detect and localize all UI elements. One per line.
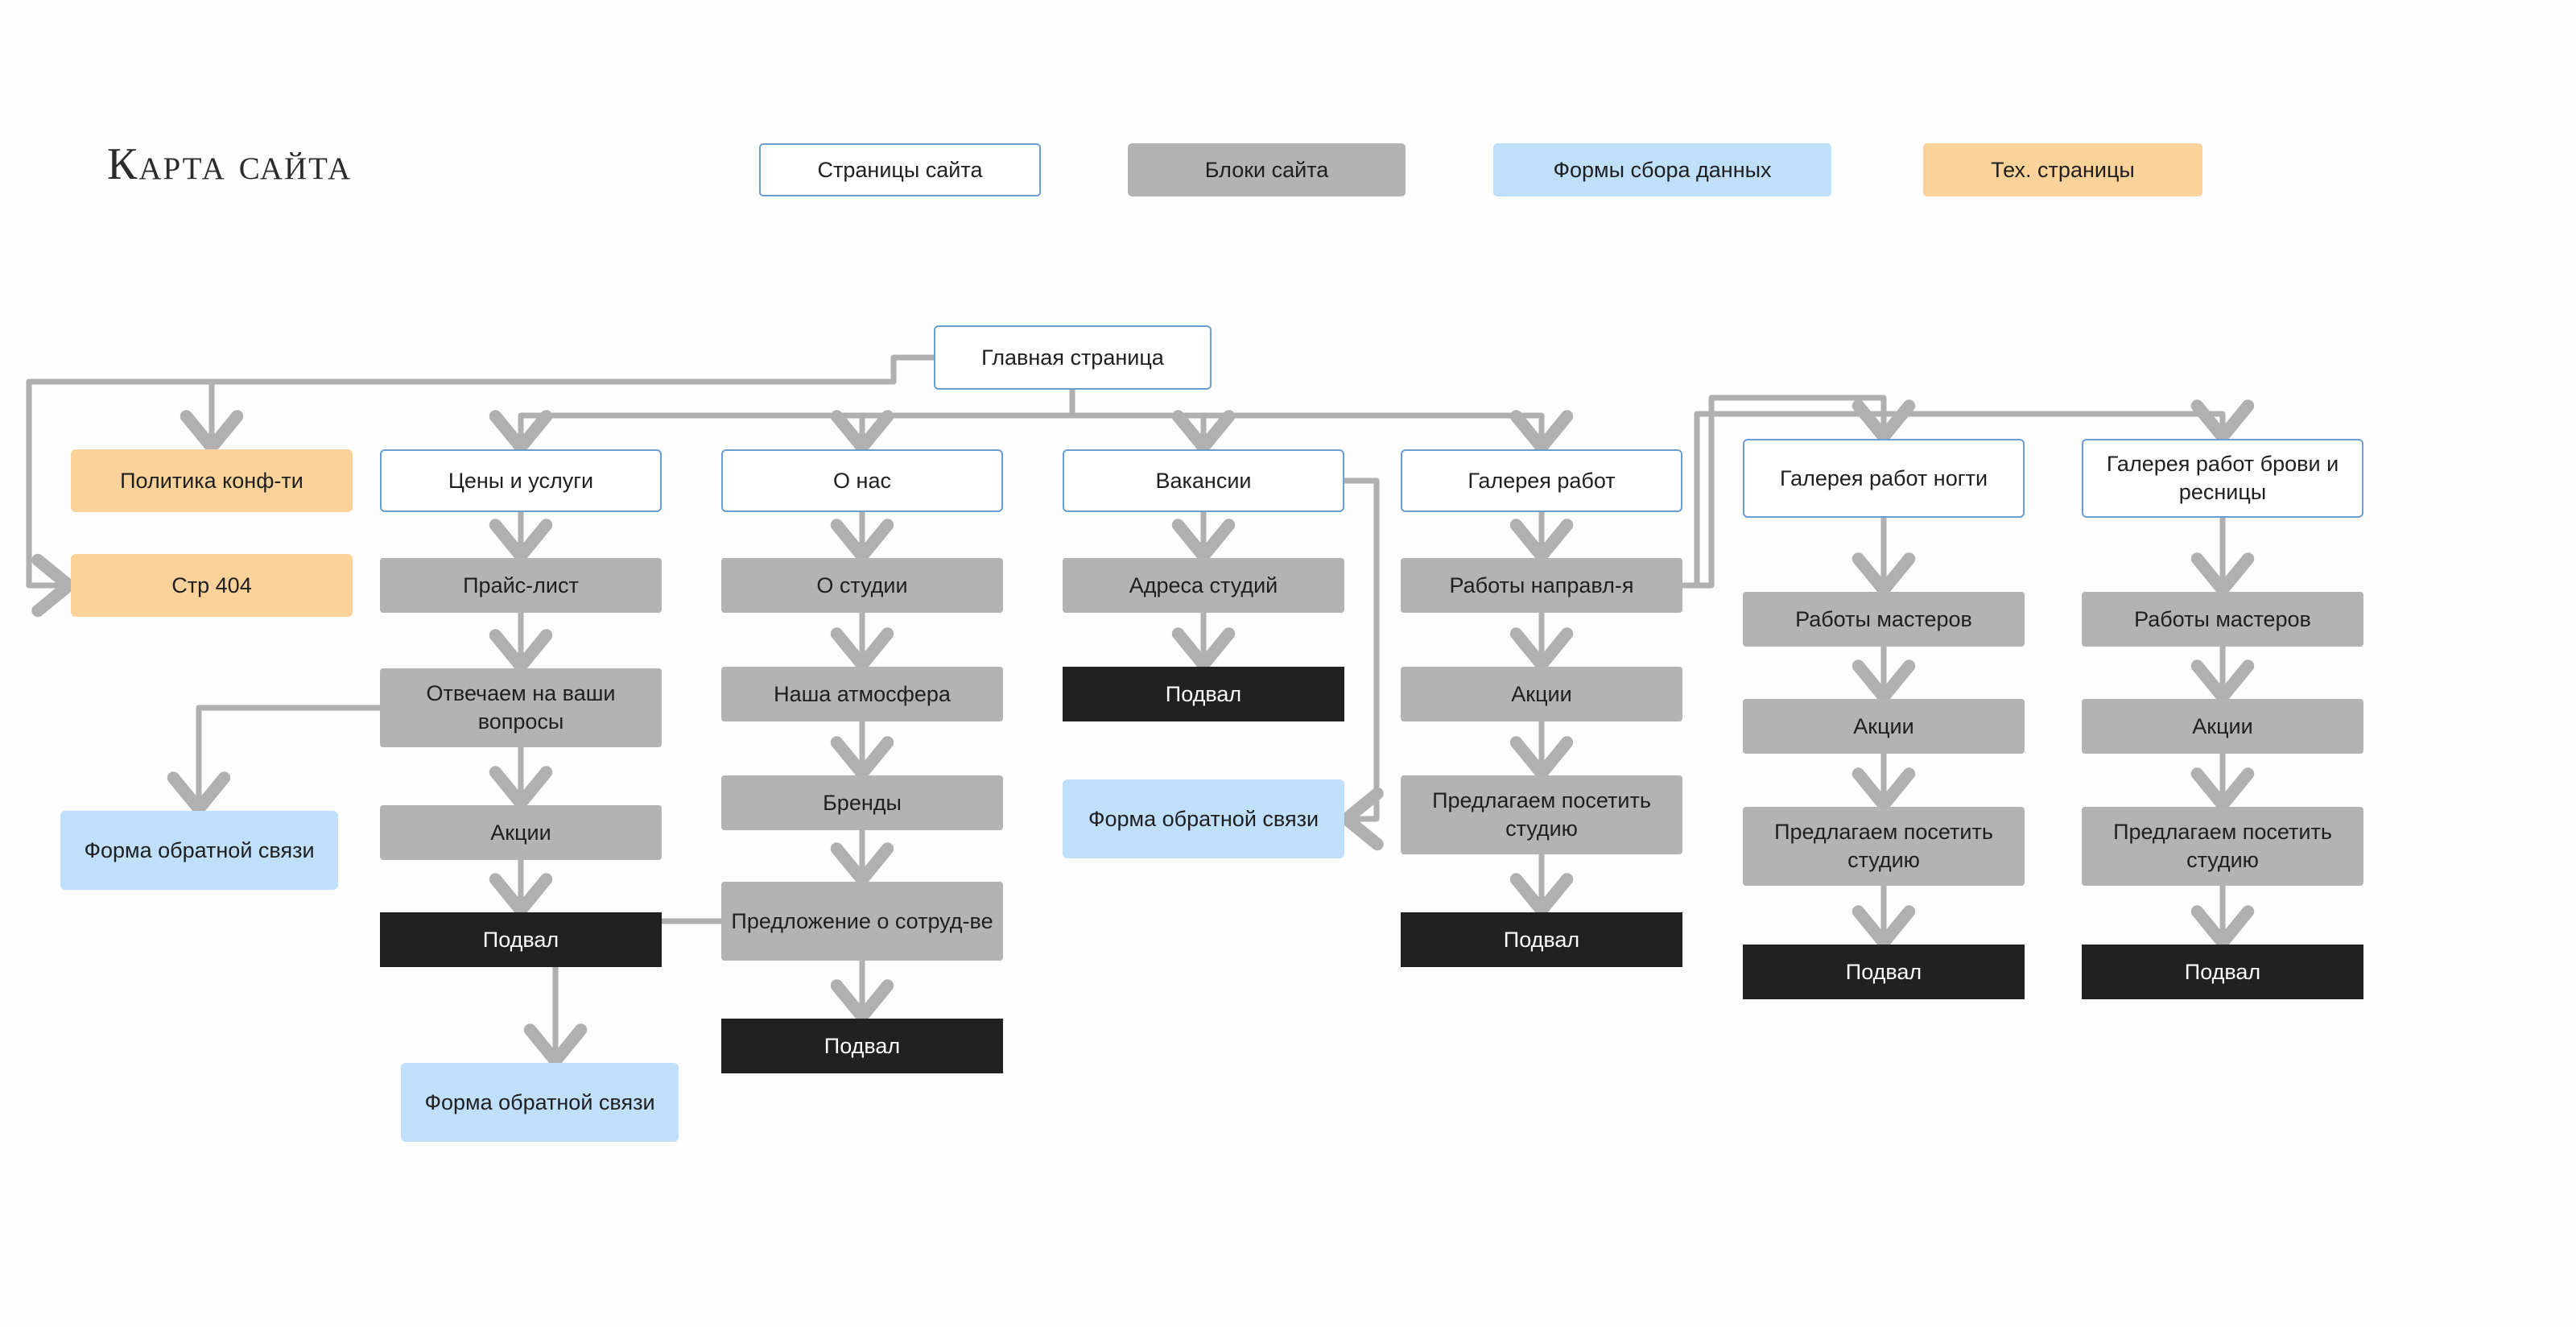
- edge-answers-form1: [167, 705, 383, 816]
- node-home[interactable]: Главная страница: [934, 325, 1212, 390]
- node-atmosphere[interactable]: Наша атмосфера: [721, 667, 1003, 721]
- legend-item-pages[interactable]: Страницы сайта: [759, 143, 1041, 196]
- node-footer3[interactable]: Подвал: [1063, 667, 1344, 721]
- page-title: Карта сайта: [107, 139, 353, 189]
- node-studio[interactable]: О студии: [721, 558, 1003, 613]
- node-visit1[interactable]: Предлагаем посетить студию: [1401, 775, 1682, 854]
- node-about[interactable]: О нас: [721, 449, 1003, 512]
- node-jobs[interactable]: Вакансии: [1063, 449, 1344, 512]
- node-prices[interactable]: Цены и услуги: [380, 449, 662, 512]
- node-footer2[interactable]: Подвал: [721, 1019, 1003, 1073]
- node-privacy[interactable]: Политика конф-ти: [71, 449, 353, 512]
- edge-home-about: [830, 387, 1075, 454]
- node-answers[interactable]: Отвечаем на ваши вопросы: [380, 668, 662, 747]
- node-brands[interactable]: Бренды: [721, 775, 1003, 830]
- edge-home-jobs: [1069, 387, 1236, 454]
- node-promo4[interactable]: Акции: [2082, 699, 2363, 754]
- node-form3[interactable]: Форма обратной связи: [1063, 779, 1344, 858]
- node-gallery[interactable]: Галерея работ: [1401, 449, 1682, 512]
- node-promo3[interactable]: Акции: [1743, 699, 2025, 754]
- node-visit3[interactable]: Предлагаем посетить студию: [2082, 807, 2363, 886]
- legend-item-blocks[interactable]: Блоки сайта: [1128, 143, 1406, 196]
- node-footer1[interactable]: Подвал: [380, 912, 662, 967]
- node-galbrows[interactable]: Галерея работ брови и ресницы: [2082, 439, 2363, 518]
- edge-home-gallery: [1069, 387, 1574, 454]
- node-masters1[interactable]: Работы мастеров: [1743, 592, 2025, 647]
- node-galnails[interactable]: Галерея работ ногти: [1743, 439, 2025, 518]
- edge-home-prices: [489, 387, 1075, 454]
- node-promo2[interactable]: Акции: [1401, 667, 1682, 721]
- node-addresses[interactable]: Адреса студий: [1063, 558, 1344, 613]
- node-form2[interactable]: Форма обратной связи: [401, 1063, 679, 1142]
- node-footer6[interactable]: Подвал: [2082, 945, 2363, 999]
- node-form1[interactable]: Форма обратной связи: [60, 811, 338, 890]
- node-footer4[interactable]: Подвал: [1401, 912, 1682, 967]
- node-masters2[interactable]: Работы мастеров: [2082, 592, 2363, 647]
- edge-home-privacy: [180, 354, 937, 454]
- node-pricelist[interactable]: Прайс-лист: [380, 558, 662, 613]
- node-footer5[interactable]: Подвал: [1743, 945, 2025, 999]
- edge-jobs-form3: [1340, 477, 1384, 851]
- node-promo1[interactable]: Акции: [380, 805, 662, 860]
- legend-item-tech[interactable]: Тех. страницы: [1923, 143, 2202, 196]
- node-page404[interactable]: Стр 404: [71, 554, 353, 617]
- node-coop[interactable]: Предложение о сотруд-ве: [721, 882, 1003, 961]
- legend-item-forms[interactable]: Формы сбора данных: [1493, 143, 1831, 196]
- node-visit2[interactable]: Предлагаем посетить студию: [1743, 807, 2025, 886]
- node-worksdir[interactable]: Работы направл-я: [1401, 558, 1682, 613]
